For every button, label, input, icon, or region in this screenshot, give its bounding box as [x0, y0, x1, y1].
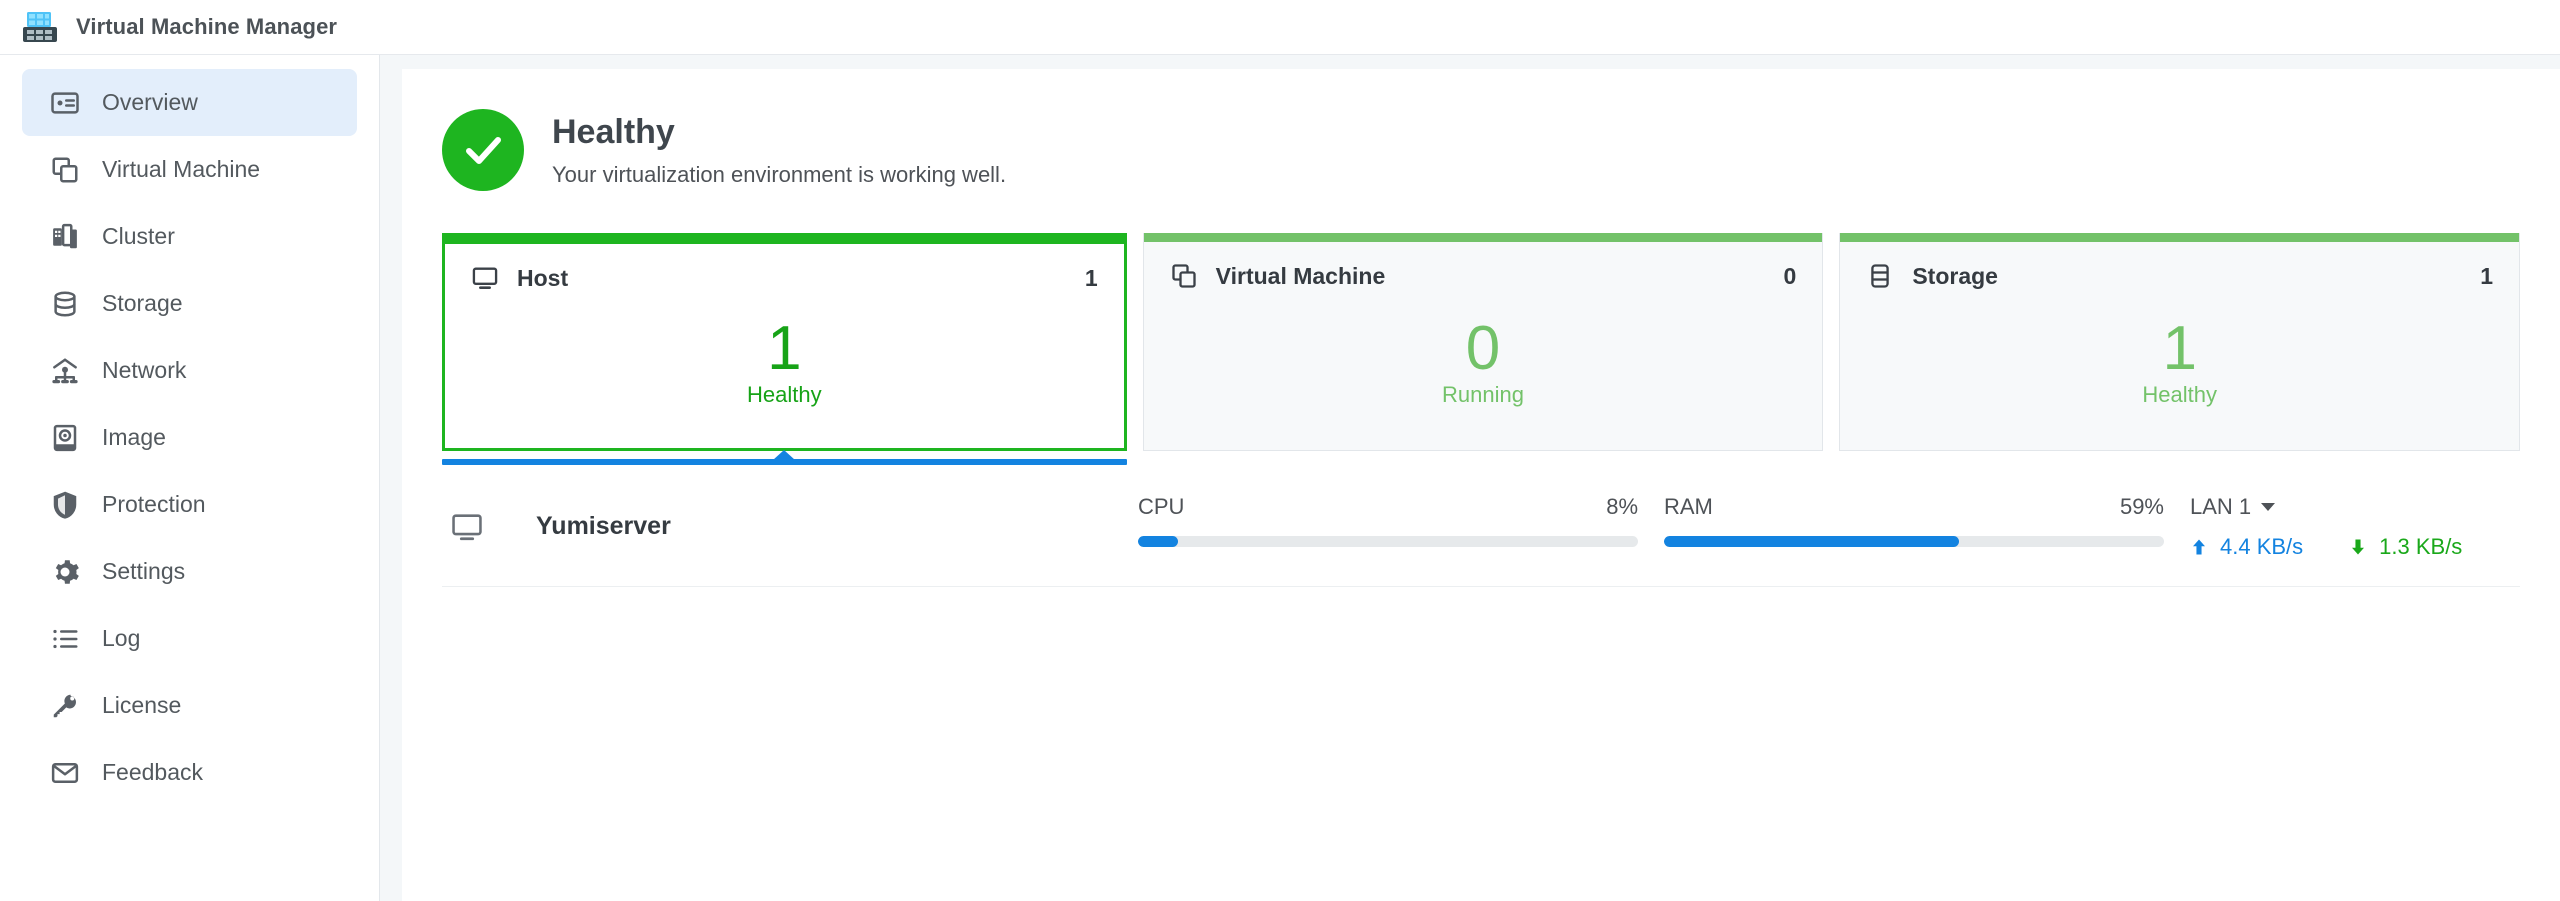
download-rate-value: 1.3 KB/s: [2379, 533, 2463, 559]
sidebar-item-feedback[interactable]: Feedback: [22, 739, 357, 806]
card-selection-indicator: [442, 450, 2520, 467]
envelope-icon: [50, 758, 80, 788]
card-title: Storage: [1912, 262, 1998, 289]
sidebar-item-license[interactable]: License: [22, 672, 357, 739]
status-card-storage[interactable]: Storage 1 1 Healthy: [1839, 233, 2521, 451]
sidebar-item-label: Cluster: [102, 223, 175, 249]
copy-windows-icon: [50, 155, 80, 185]
cpu-label: CPU: [1138, 493, 1185, 519]
status-card-host[interactable]: Host 1 1 Healthy: [442, 233, 1127, 451]
status-card-virtual-machine[interactable]: Virtual Machine 0 0 Running: [1142, 233, 1824, 451]
card-accent-bar: [1143, 233, 1823, 242]
upload-rate-value: 4.4 KB/s: [2220, 533, 2304, 559]
lan-metric: LAN 1 4.4 KB/s: [2190, 494, 2520, 560]
sidebar-item-label: Virtual Machine: [102, 156, 261, 182]
sidebar-item-cluster[interactable]: Cluster: [22, 203, 357, 270]
sidebar-item-label: Storage: [102, 290, 183, 316]
card-count: 1: [1084, 264, 1098, 291]
ram-progress-track: [1664, 535, 2164, 547]
sidebar-item-label: Feedback: [102, 759, 204, 785]
overview-content: Healthy Your virtualization environment …: [402, 69, 2560, 901]
health-title: Healthy: [552, 112, 675, 151]
overview-card-icon: [50, 88, 80, 118]
card-accent-bar: [1840, 233, 2520, 242]
gear-icon: [50, 557, 80, 587]
sidebar-item-label: Network: [102, 357, 187, 383]
chevron-down-icon: [2261, 502, 2276, 511]
sidebar-item-network[interactable]: Network: [22, 337, 357, 404]
status-cards: Host 1 1 Healthy: [442, 233, 2521, 451]
card-big-number: 1: [2162, 314, 2197, 383]
server-rack-icon: [22, 11, 58, 43]
disc-image-icon: [50, 423, 80, 453]
sidebar-item-label: License: [102, 692, 182, 718]
main-region: Healthy Your virtualization environment …: [380, 55, 2560, 901]
sidebar-item-settings[interactable]: Settings: [22, 538, 357, 605]
card-title: Virtual Machine: [1215, 262, 1386, 289]
sidebar-item-label: Log: [102, 625, 141, 651]
card-state-label: Running: [1442, 382, 1524, 407]
sidebar-item-overview[interactable]: Overview: [22, 69, 357, 136]
cpu-progress-track: [1138, 535, 1638, 547]
cluster-icon: [50, 222, 80, 252]
monitor-icon: [450, 510, 484, 544]
key-icon: [50, 691, 80, 721]
card-count: 0: [1783, 262, 1797, 289]
sidebar-item-image[interactable]: Image: [22, 404, 357, 471]
check-circle-icon: [442, 109, 524, 191]
sidebar-item-storage[interactable]: Storage: [22, 270, 357, 337]
app-titlebar: Virtual Machine Manager: [0, 0, 2560, 55]
monitor-icon: [471, 264, 499, 292]
sidebar-item-virtual-machine[interactable]: Virtual Machine: [22, 136, 357, 203]
card-state-label: Healthy: [2142, 382, 2217, 407]
sidebar: Overview Virtual Machine: [0, 55, 380, 901]
shield-icon: [50, 490, 80, 520]
host-name: Yumiserver: [536, 512, 671, 540]
sidebar-item-label: Settings: [102, 558, 186, 584]
card-count: 1: [2480, 262, 2494, 289]
selection-caret-up-icon: [773, 450, 796, 460]
app-title: Virtual Machine Manager: [76, 14, 338, 39]
card-title: Host: [517, 264, 569, 291]
ram-value: 59%: [2119, 493, 2164, 519]
cpu-value: 8%: [1606, 493, 1638, 519]
cpu-metric: CPU 8%: [1138, 494, 1638, 547]
ram-progress-fill: [1664, 535, 1959, 547]
ram-label: RAM: [1664, 493, 1713, 519]
health-subtitle: Your virtualization environment is worki…: [552, 161, 1007, 187]
card-state-label: Healthy: [747, 382, 822, 407]
card-big-number: 0: [1465, 314, 1501, 383]
cpu-progress-fill: [1138, 535, 1178, 547]
database-icon: [1866, 262, 1894, 290]
sidebar-item-label: Image: [102, 424, 166, 450]
selection-bar: [442, 459, 1127, 465]
lan-selector[interactable]: LAN 1: [2190, 494, 2520, 520]
health-banner: Healthy Your virtualization environment …: [442, 109, 2520, 191]
card-accent-bar: [445, 233, 1124, 244]
download-rate: 1.3 KB/s: [2349, 534, 2462, 560]
database-icon: [50, 289, 80, 319]
upload-rate: 4.4 KB/s: [2190, 534, 2303, 560]
sidebar-item-protection[interactable]: Protection: [22, 471, 357, 538]
arrow-down-icon: [2352, 539, 2365, 554]
sidebar-item-log[interactable]: Log: [22, 605, 357, 672]
host-summary-row[interactable]: Yumiserver CPU 8% RAM: [442, 467, 2520, 587]
card-big-number: 1: [767, 314, 802, 383]
list-icon: [50, 624, 80, 654]
copy-windows-icon: [1170, 262, 1198, 290]
ram-metric: RAM 59%: [1664, 494, 2164, 547]
lan-label: LAN 1: [2190, 493, 2252, 519]
network-node-icon: [50, 356, 80, 386]
sidebar-item-label: Protection: [102, 491, 206, 517]
sidebar-item-label: Overview: [102, 89, 198, 115]
arrow-up-icon: [2193, 539, 2205, 554]
